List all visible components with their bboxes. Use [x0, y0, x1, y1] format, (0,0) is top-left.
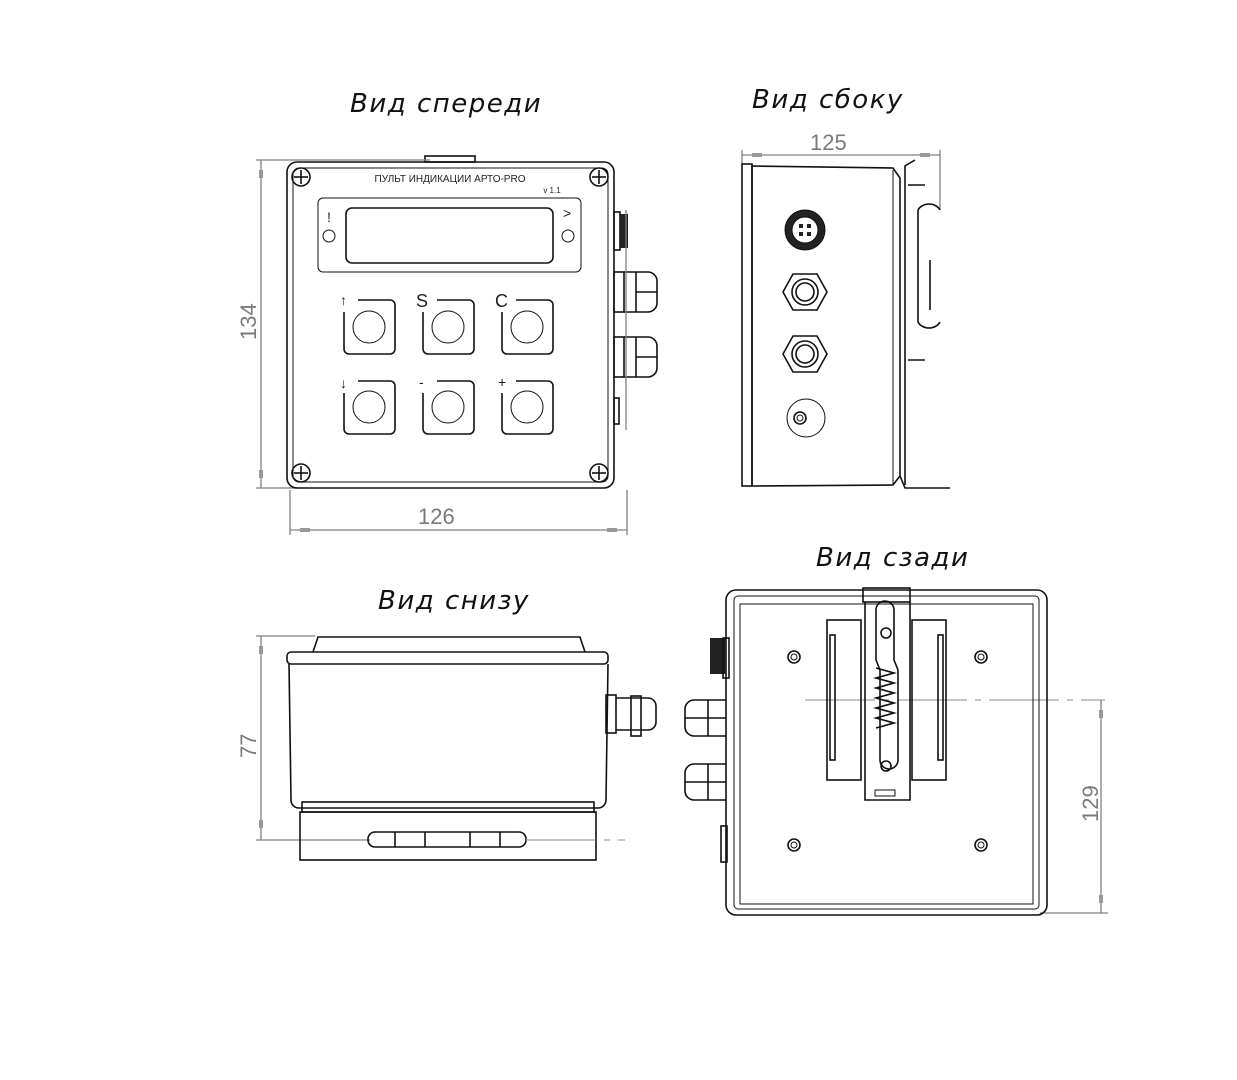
button-plus[interactable]: + [498, 374, 554, 435]
rear-view: Вид сзади 129 [684, 543, 1108, 916]
bottom-view-title: Вид снизу [378, 586, 530, 616]
front-view-title: Вид спереди [350, 89, 542, 119]
mounting-hole-icon [787, 838, 801, 852]
mounting-hole-icon [974, 650, 988, 664]
button-plus-label: + [498, 374, 506, 390]
screw-icon [589, 463, 609, 483]
dim-126-label: 126 [418, 504, 455, 529]
cable-gland-icon [782, 273, 828, 311]
cable-gland-icon [782, 335, 828, 373]
mounting-hole-icon [974, 838, 988, 852]
side-view: Вид сбоку 125 [741, 85, 950, 489]
alarm-led [322, 229, 336, 243]
breather-valve-icon [786, 398, 826, 438]
height-dimension-77: 77 [236, 635, 370, 841]
side-connectors [613, 210, 658, 430]
width-dimension-126: 126 [289, 490, 628, 535]
dim-77-label: 77 [236, 734, 261, 758]
mounting-hole-icon [787, 650, 801, 664]
spring-icon [873, 667, 897, 729]
dim-129-label: 129 [1078, 785, 1103, 822]
side-view-title: Вид сбоку [752, 85, 904, 115]
button-minus-label: - [419, 374, 424, 390]
button-s[interactable]: S [416, 291, 475, 355]
dim-134-label: 134 [236, 303, 261, 340]
m12-connector-icon [784, 209, 826, 251]
height-dimension-134: 134 [236, 159, 300, 489]
front-view: Вид спереди 134 126 [236, 89, 658, 535]
button-c-label: C [495, 291, 508, 311]
button-c[interactable]: C [495, 291, 554, 355]
bottom-view: Вид снизу 77 [236, 586, 657, 861]
rear-view-title: Вид сзади [816, 543, 969, 573]
button-up[interactable]: ↑ [340, 292, 396, 355]
overload-indicator-label: > [563, 205, 571, 221]
alarm-indicator-label: ! [327, 209, 331, 225]
screw-icon [291, 167, 311, 187]
overload-led [561, 229, 575, 243]
screw-icon [589, 167, 609, 187]
button-s-label: S [416, 291, 428, 311]
screw-icon [291, 463, 311, 483]
button-down-label: ↓ [340, 375, 347, 391]
button-down[interactable]: ↓ [340, 375, 396, 435]
panel-label: ПУЛЬТ ИНДИКАЦИИ АРТО-PRO [375, 174, 526, 185]
button-up-label: ↑ [340, 292, 347, 308]
dim-125-label: 125 [810, 130, 847, 155]
panel-version: v 1.1 [543, 186, 561, 195]
button-minus[interactable]: - [419, 374, 475, 435]
height-dimension-129: 129 [805, 699, 1108, 914]
width-dimension-125: 125 [741, 130, 941, 210]
